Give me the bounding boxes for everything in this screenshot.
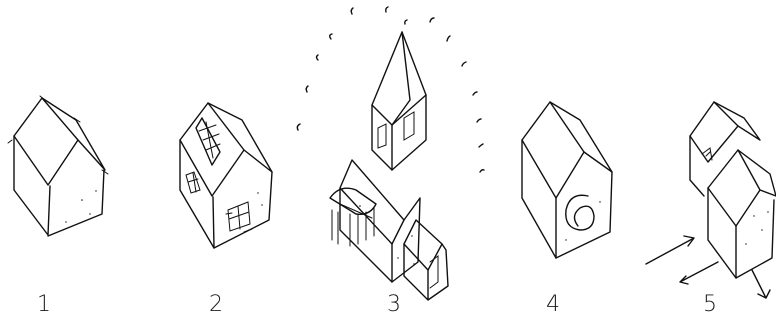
sketch-3-church-icon xyxy=(297,7,484,300)
sketch-label-1: 1 xyxy=(24,292,64,317)
sketch-label-4: 4 xyxy=(533,292,573,317)
sketch-2-house-with-windows-icon xyxy=(180,103,272,248)
sketch-5-multi-gable-house-icon xyxy=(646,102,776,298)
sketch-label-5: 5 xyxy=(690,292,730,317)
sketch-label-3: 3 xyxy=(374,292,414,317)
sketch-label-2: 2 xyxy=(196,292,236,317)
sketch-4-house-with-spiral-icon xyxy=(522,102,612,258)
sketch-1-simple-house-icon xyxy=(8,96,108,236)
